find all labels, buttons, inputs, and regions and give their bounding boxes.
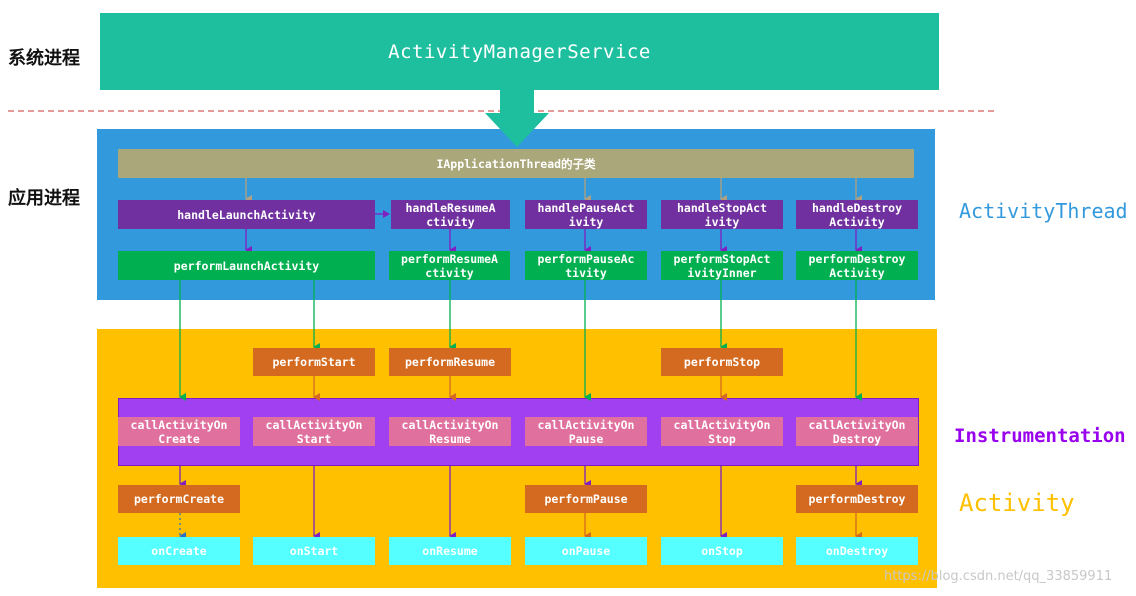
handle-destroy-activity-box: handleDestroy Activity (796, 200, 918, 229)
handle-resume-activity-box: handleResumeA ctivity (391, 200, 510, 229)
perform-stop-box: performStop (661, 348, 783, 376)
iapplication-thread-box: IApplicationThread的子类 (118, 149, 914, 178)
call-activity-on-create-box: callActivityOn Create (118, 417, 240, 446)
perform-pause-box: performPause (525, 485, 647, 513)
app-process-label: 应用进程 (8, 188, 80, 209)
call-activity-on-destroy-box: callActivityOn Destroy (796, 417, 918, 446)
perform-start-box: performStart (253, 348, 375, 376)
instrumentation-label: Instrumentation (954, 425, 1126, 447)
on-resume-box: onResume (389, 537, 511, 565)
activity-label: Activity (959, 489, 1075, 517)
perform-destroy-box: performDestroy (796, 485, 918, 513)
call-activity-on-resume-box: callActivityOn Resume (389, 417, 511, 446)
perform-destroy-activity-box: performDestroy Activity (796, 251, 918, 280)
handle-stop-activity-box: handleStopAct ivity (661, 200, 783, 229)
on-create-box: onCreate (118, 537, 240, 565)
perform-launch-activity-box: performLaunchActivity (118, 251, 375, 280)
instrumentation-call-band (118, 398, 919, 466)
call-activity-on-pause-box: callActivityOn Pause (525, 417, 647, 446)
perform-pause-activity-box: performPauseAc tivity (525, 251, 647, 280)
perform-create-box: performCreate (118, 485, 240, 513)
handle-launch-activity-box: handleLaunchActivity (118, 200, 375, 229)
perform-stop-activity-inner-box: performStopAct ivityInner (661, 251, 783, 280)
handle-pause-activity-box: handlePauseAct ivity (525, 200, 647, 229)
call-activity-on-stop-box: callActivityOn Stop (661, 417, 783, 446)
activity-manager-service-box: ActivityManagerService (100, 13, 939, 90)
watermark: https://blog.csdn.net/qq_33859911 (884, 569, 1113, 584)
perform-resume-box: performResume (389, 348, 511, 376)
activity-thread-label: ActivityThread (959, 199, 1128, 223)
on-stop-box: onStop (661, 537, 783, 565)
on-pause-box: onPause (525, 537, 647, 565)
perform-resume-activity-box: performResumeA ctivity (389, 251, 510, 280)
system-process-label: 系统进程 (8, 48, 80, 69)
on-start-box: onStart (253, 537, 375, 565)
call-activity-on-start-box: callActivityOn Start (253, 417, 375, 446)
on-destroy-box: onDestroy (796, 537, 918, 565)
ams-down-arrow (485, 90, 549, 147)
